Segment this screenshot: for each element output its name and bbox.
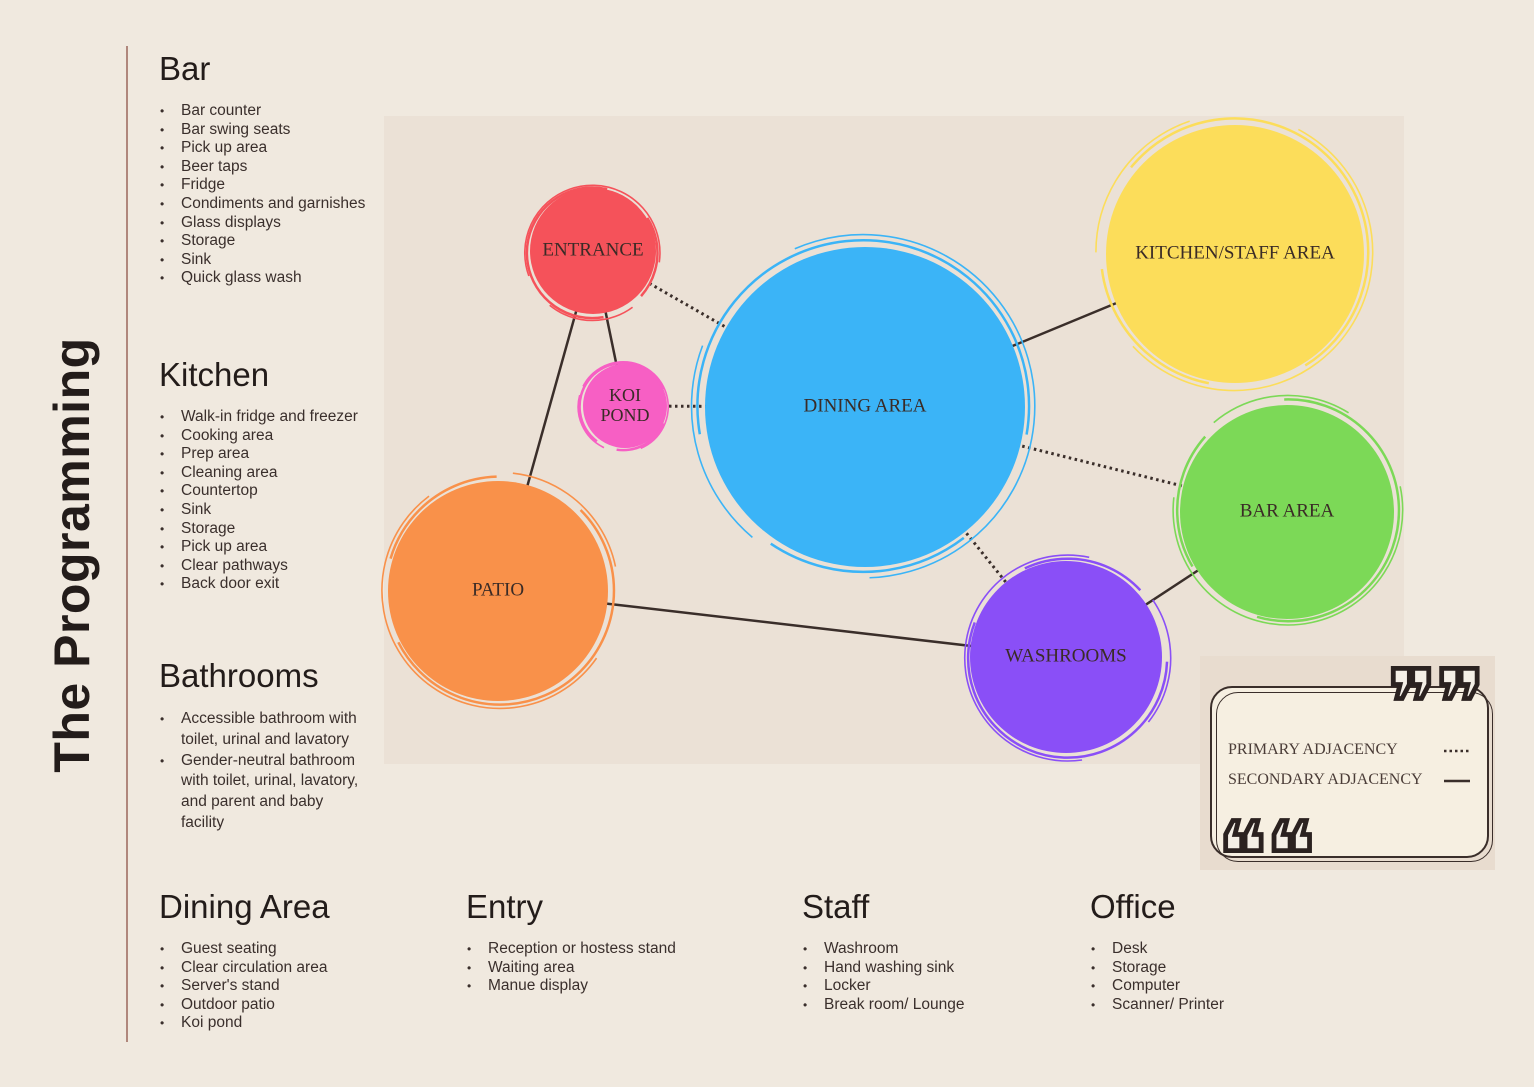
edge-dining-bar bbox=[1016, 443, 1188, 489]
list-item: Washroom bbox=[803, 940, 964, 959]
list-item: Quick glass wash bbox=[160, 269, 365, 288]
list-item: Countertop bbox=[160, 482, 358, 501]
section-heading: Entry bbox=[466, 888, 544, 925]
list-item: Server's stand bbox=[160, 977, 330, 996]
section-list: WashroomHand washing sinkLockerBreak roo… bbox=[802, 940, 965, 1015]
node-label-kitchen: KITCHEN/STAFF AREA bbox=[1135, 242, 1335, 264]
edge-entrance-dining bbox=[643, 279, 731, 331]
list-item: Koi pond bbox=[160, 1014, 330, 1033]
list-item: Clear circulation area bbox=[160, 959, 330, 978]
list-item: Desk bbox=[1091, 940, 1224, 959]
quote-close-icon: ❝❝ bbox=[1217, 807, 1316, 906]
node-dining bbox=[690, 233, 1036, 579]
list-item: Storage bbox=[1091, 959, 1224, 978]
list-item: Reception or hostess stand bbox=[467, 940, 676, 959]
list-item: Cleaning area bbox=[160, 464, 358, 483]
edge-dining-washrooms bbox=[961, 527, 1010, 587]
section-office: Office DeskStorageComputerScanner/ Print… bbox=[1090, 888, 1224, 1014]
section-list: Bar counterBar swing seatsPick up areaBe… bbox=[159, 102, 365, 288]
section-bathrooms: Bathrooms Accessible bathroom with toile… bbox=[159, 657, 361, 834]
section-list: Guest seatingClear circulation areaServe… bbox=[159, 940, 330, 1033]
node-label-bar: BAR AREA bbox=[1239, 500, 1335, 522]
list-item: Gender-neutral bathroom with toilet, uri… bbox=[160, 751, 361, 834]
list-item: Computer bbox=[1091, 977, 1224, 996]
section-dining: Dining Area Guest seatingClear circulati… bbox=[159, 888, 330, 1033]
node-koi bbox=[577, 360, 670, 453]
list-item: Pick up area bbox=[160, 139, 365, 158]
node-label-patio: PATIO bbox=[471, 579, 525, 601]
section-list: DeskStorageComputerScanner/ Printer bbox=[1090, 940, 1224, 1014]
section-heading: Bathrooms bbox=[159, 657, 319, 694]
divider-line bbox=[126, 46, 128, 1042]
list-item: Pick up area bbox=[160, 538, 358, 557]
section-heading: Dining Area bbox=[159, 888, 330, 925]
section-heading: Kitchen bbox=[159, 356, 270, 393]
list-item: Storage bbox=[160, 232, 365, 251]
list-item: Fridge bbox=[160, 176, 365, 195]
section-list: Accessible bathroom with toilet, urinal … bbox=[159, 709, 361, 834]
edge-dining-kitchen bbox=[1008, 300, 1120, 349]
list-item: Cooking area bbox=[160, 427, 358, 446]
list-item: Storage bbox=[160, 520, 358, 539]
edge-entrance-patio bbox=[525, 307, 579, 490]
legend-primary-label: PRIMARY ADJACENCY bbox=[1228, 741, 1398, 758]
legend-secondary-label: SECONDARY ADJACENCY bbox=[1228, 771, 1423, 788]
list-item: Locker bbox=[803, 977, 964, 996]
section-heading: Bar bbox=[159, 50, 211, 87]
quote-open-icon: ❞❞ bbox=[1387, 655, 1486, 754]
node-bar bbox=[1172, 394, 1404, 626]
list-item: Beer taps bbox=[160, 158, 365, 177]
list-item: Outdoor patio bbox=[160, 996, 330, 1015]
list-item: Manue display bbox=[467, 977, 676, 996]
list-item: Sink bbox=[160, 251, 365, 270]
edge-bar-washrooms bbox=[1142, 567, 1202, 608]
list-item: Clear pathways bbox=[160, 557, 358, 576]
list-item: Sink bbox=[160, 501, 358, 520]
list-item: Glass displays bbox=[160, 214, 365, 233]
edge-patio-washrooms bbox=[603, 601, 975, 648]
legend-swatches bbox=[1444, 749, 1470, 783]
list-item: Walk-in fridge and freezer bbox=[160, 408, 358, 427]
section-list: Walk-in fridge and freezerCooking areaPr… bbox=[159, 408, 358, 594]
section-heading: Staff bbox=[802, 888, 870, 925]
list-item: Waiting area bbox=[467, 959, 676, 978]
section-bar: Bar Bar counterBar swing seatsPick up ar… bbox=[159, 50, 365, 288]
section-staff: Staff WashroomHand washing sinkLockerBre… bbox=[802, 888, 964, 1014]
list-item: Condiments and garnishes bbox=[160, 195, 365, 214]
section-kitchen: Kitchen Walk-in fridge and freezerCookin… bbox=[159, 356, 358, 594]
list-item: Prep area bbox=[160, 445, 358, 464]
list-item: Bar counter bbox=[160, 102, 365, 121]
list-item: Hand washing sink bbox=[803, 959, 964, 978]
node-entrance bbox=[523, 184, 661, 322]
section-list: Reception or hostess standWaiting areaMa… bbox=[466, 940, 676, 996]
list-item: Bar swing seats bbox=[160, 121, 365, 140]
node-label-dining: DINING AREA bbox=[803, 395, 927, 417]
list-item: Break room/ Lounge bbox=[803, 996, 965, 1015]
section-entry: Entry Reception or hostess standWaiting … bbox=[466, 888, 676, 996]
node-label-entrance: ENTRANCE bbox=[542, 239, 644, 261]
node-patio bbox=[381, 471, 619, 710]
section-heading: Office bbox=[1090, 888, 1176, 925]
legend: PRIMARY ADJACENCY SECONDARY ADJACENCY bbox=[1210, 686, 1493, 862]
list-item: Accessible bathroom with toilet, urinal … bbox=[160, 709, 361, 751]
list-item: Guest seating bbox=[160, 940, 330, 959]
list-item: Back door exit bbox=[160, 575, 358, 594]
node-kitchen bbox=[1095, 112, 1374, 392]
node-label-washrooms: WASHROOMS bbox=[1005, 645, 1127, 667]
list-item: Scanner/ Printer bbox=[1091, 996, 1224, 1015]
